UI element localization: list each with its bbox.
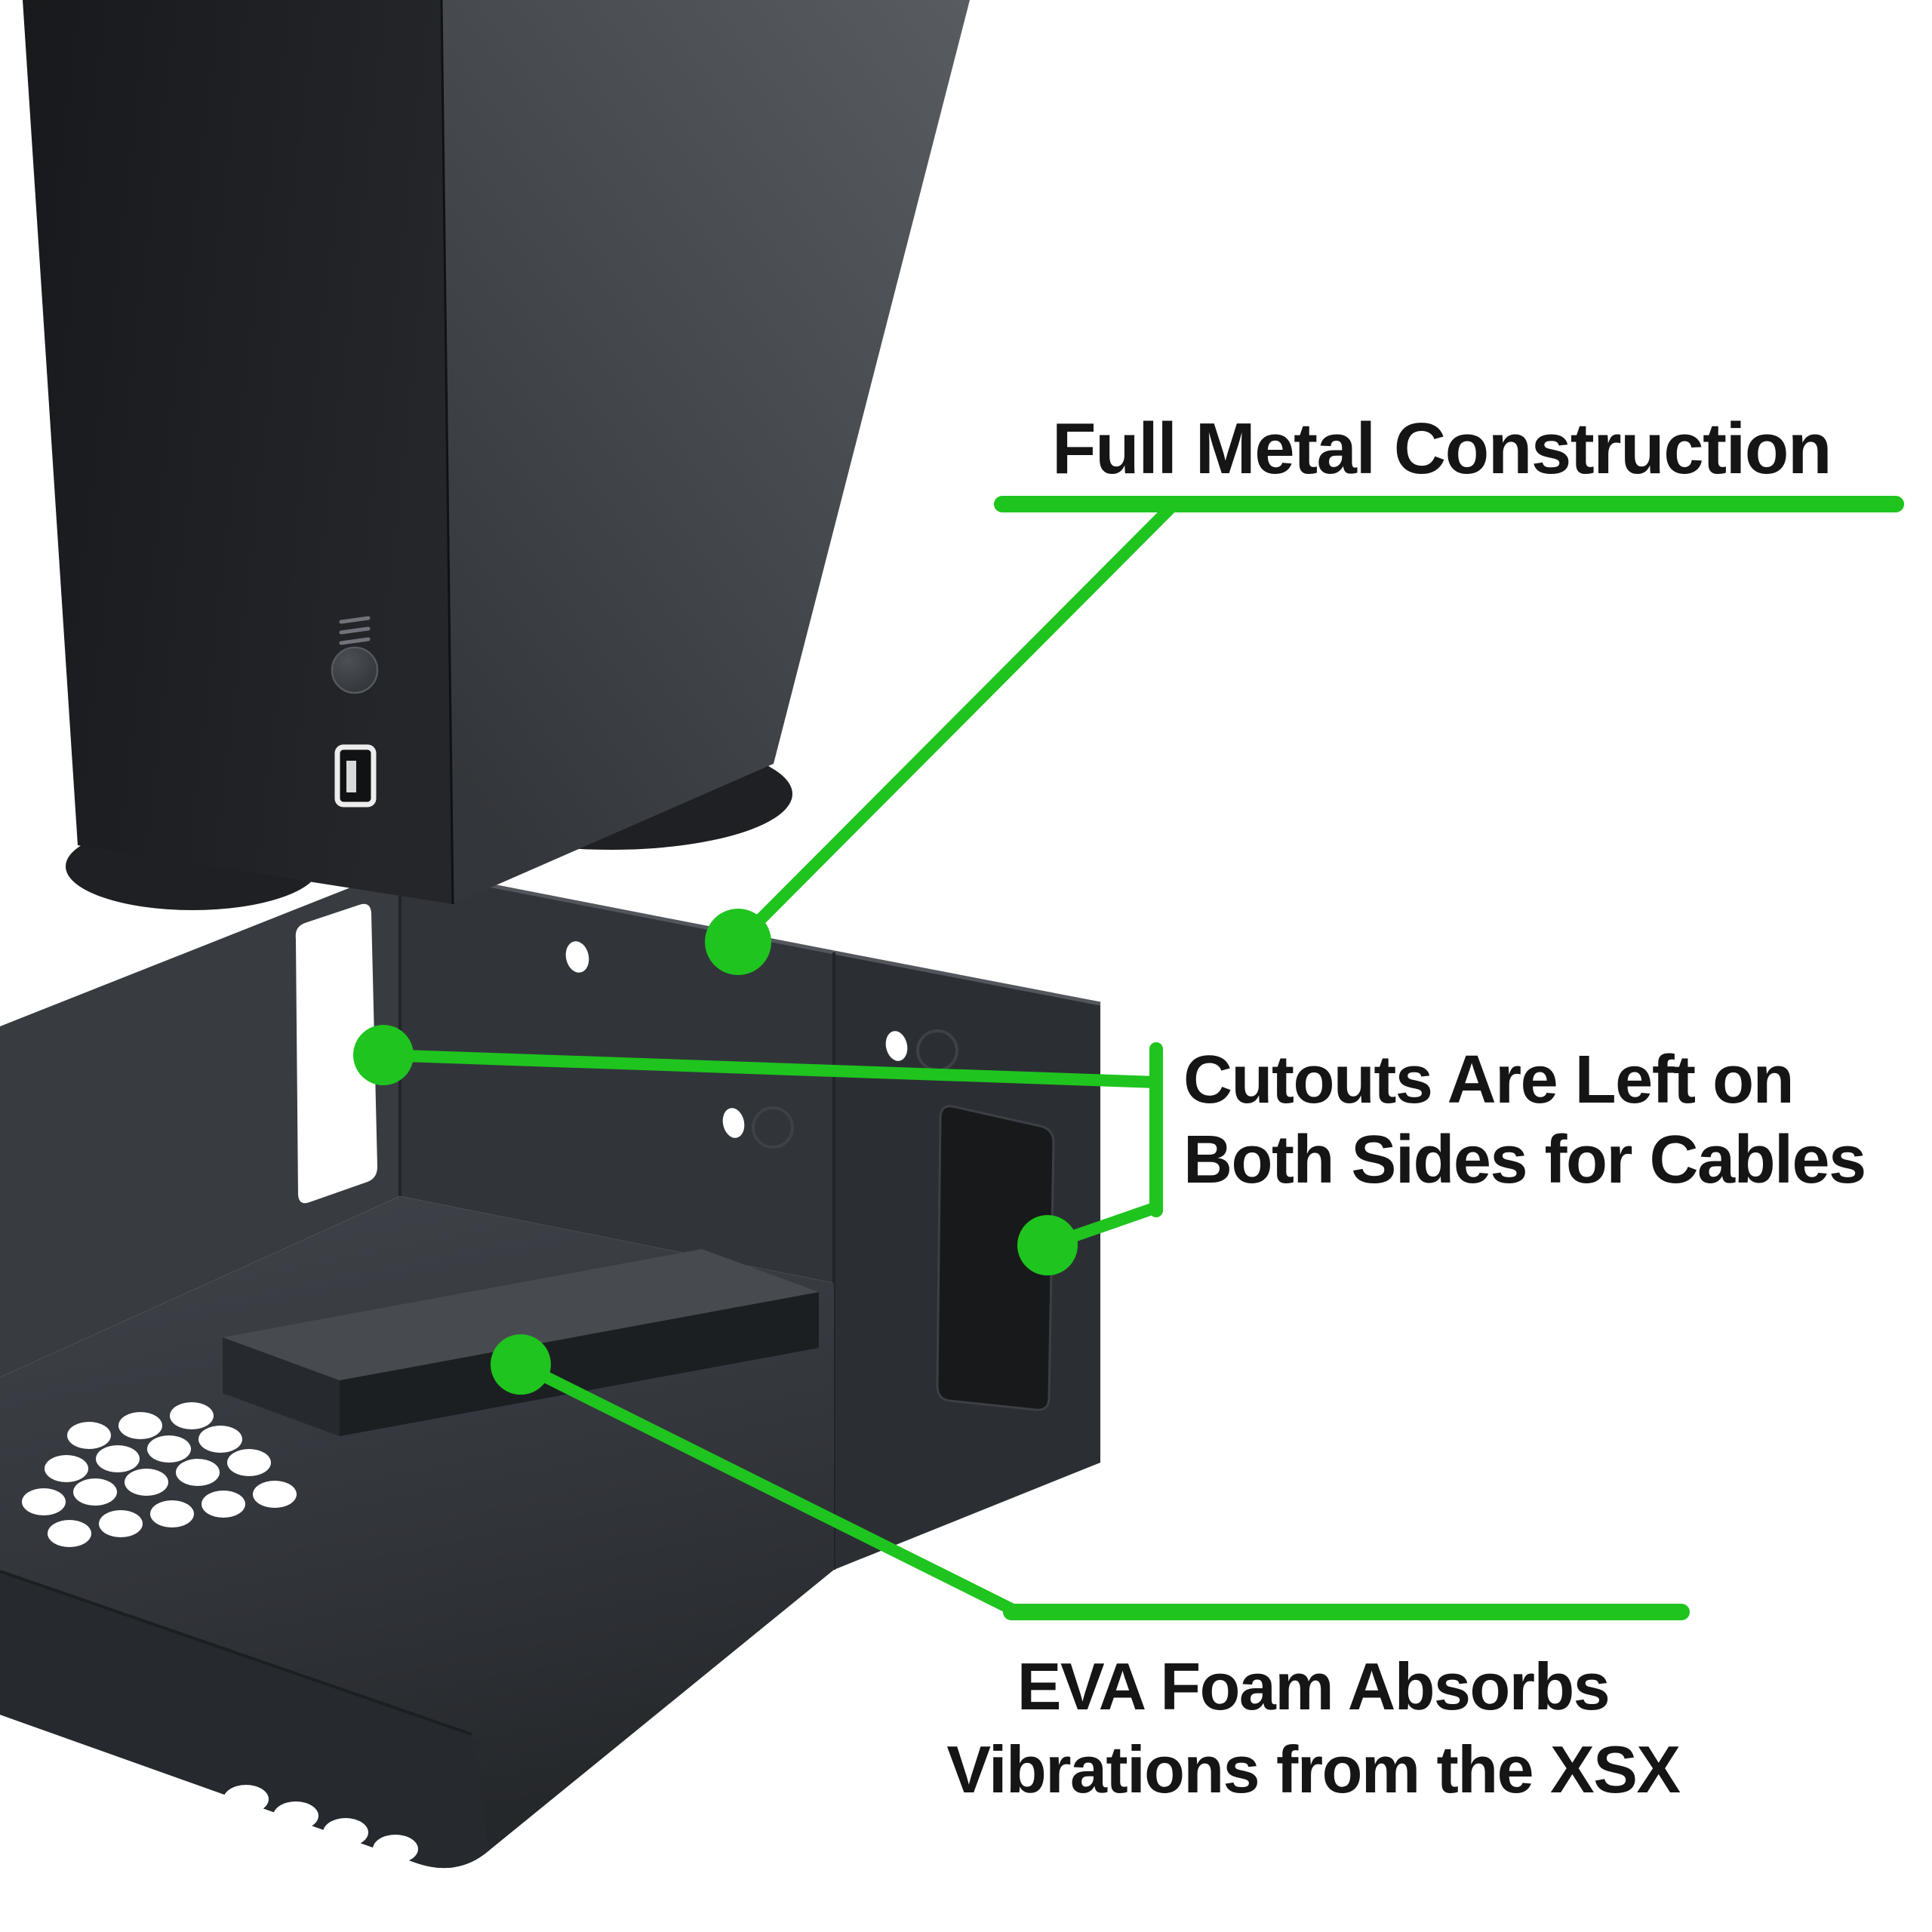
callout-cutouts-line1: Cutouts Are Left on bbox=[1183, 1042, 1795, 1118]
console-front-face bbox=[23, 0, 453, 904]
console-illustration bbox=[23, 0, 970, 910]
callout-cutouts-line2: Both Sides for Cables bbox=[1183, 1122, 1866, 1198]
callout-dot-cutout-right bbox=[1017, 1215, 1078, 1275]
callout-eva-foam-label: EVA Foam Absorbs Vibrations from the XSX bbox=[868, 1645, 1758, 1811]
callout-line-foam-diagonal bbox=[515, 1358, 1023, 1618]
callout-lines bbox=[353, 496, 1904, 1620]
vent-holes-bottom bbox=[198, 1785, 418, 1884]
cable-cutout-left bbox=[295, 903, 377, 1204]
callout-cable-cutouts-label: Cutouts Are Left on Both Sides for Cable… bbox=[1183, 1040, 1866, 1200]
callout-dot-cutout-left bbox=[353, 1025, 414, 1085]
screw-holes bbox=[565, 941, 958, 1149]
cable-cutout-right bbox=[936, 1105, 1055, 1411]
console-corner-edge bbox=[440, 0, 454, 905]
usb-port-icon bbox=[334, 744, 377, 808]
power-button-icon bbox=[331, 646, 379, 694]
wall-bracket-illustration bbox=[0, 866, 1101, 1884]
callout-foam-line1: EVA Foam Absorbs bbox=[1017, 1649, 1611, 1724]
bracket-lip-fold bbox=[0, 1570, 472, 1736]
callout-dot-foam bbox=[491, 1334, 551, 1395]
eva-foam-pad bbox=[223, 1249, 819, 1436]
vent-holes-upper bbox=[22, 1402, 297, 1547]
callout-dot-full-metal bbox=[705, 909, 771, 975]
callout-line-cutout-left bbox=[377, 1049, 1162, 1088]
console-side-face bbox=[441, 0, 970, 904]
callout-full-metal-label: Full Metal Construction bbox=[977, 408, 1906, 491]
callout-full-metal-text: Full Metal Construction bbox=[1051, 408, 1832, 489]
callout-line-full-metal-diagonal bbox=[732, 501, 1177, 948]
pair-button-icon bbox=[339, 616, 371, 645]
callout-foam-line2: Vibrations from the XSX bbox=[946, 1732, 1681, 1807]
bracket-front-lip bbox=[0, 1571, 489, 1869]
